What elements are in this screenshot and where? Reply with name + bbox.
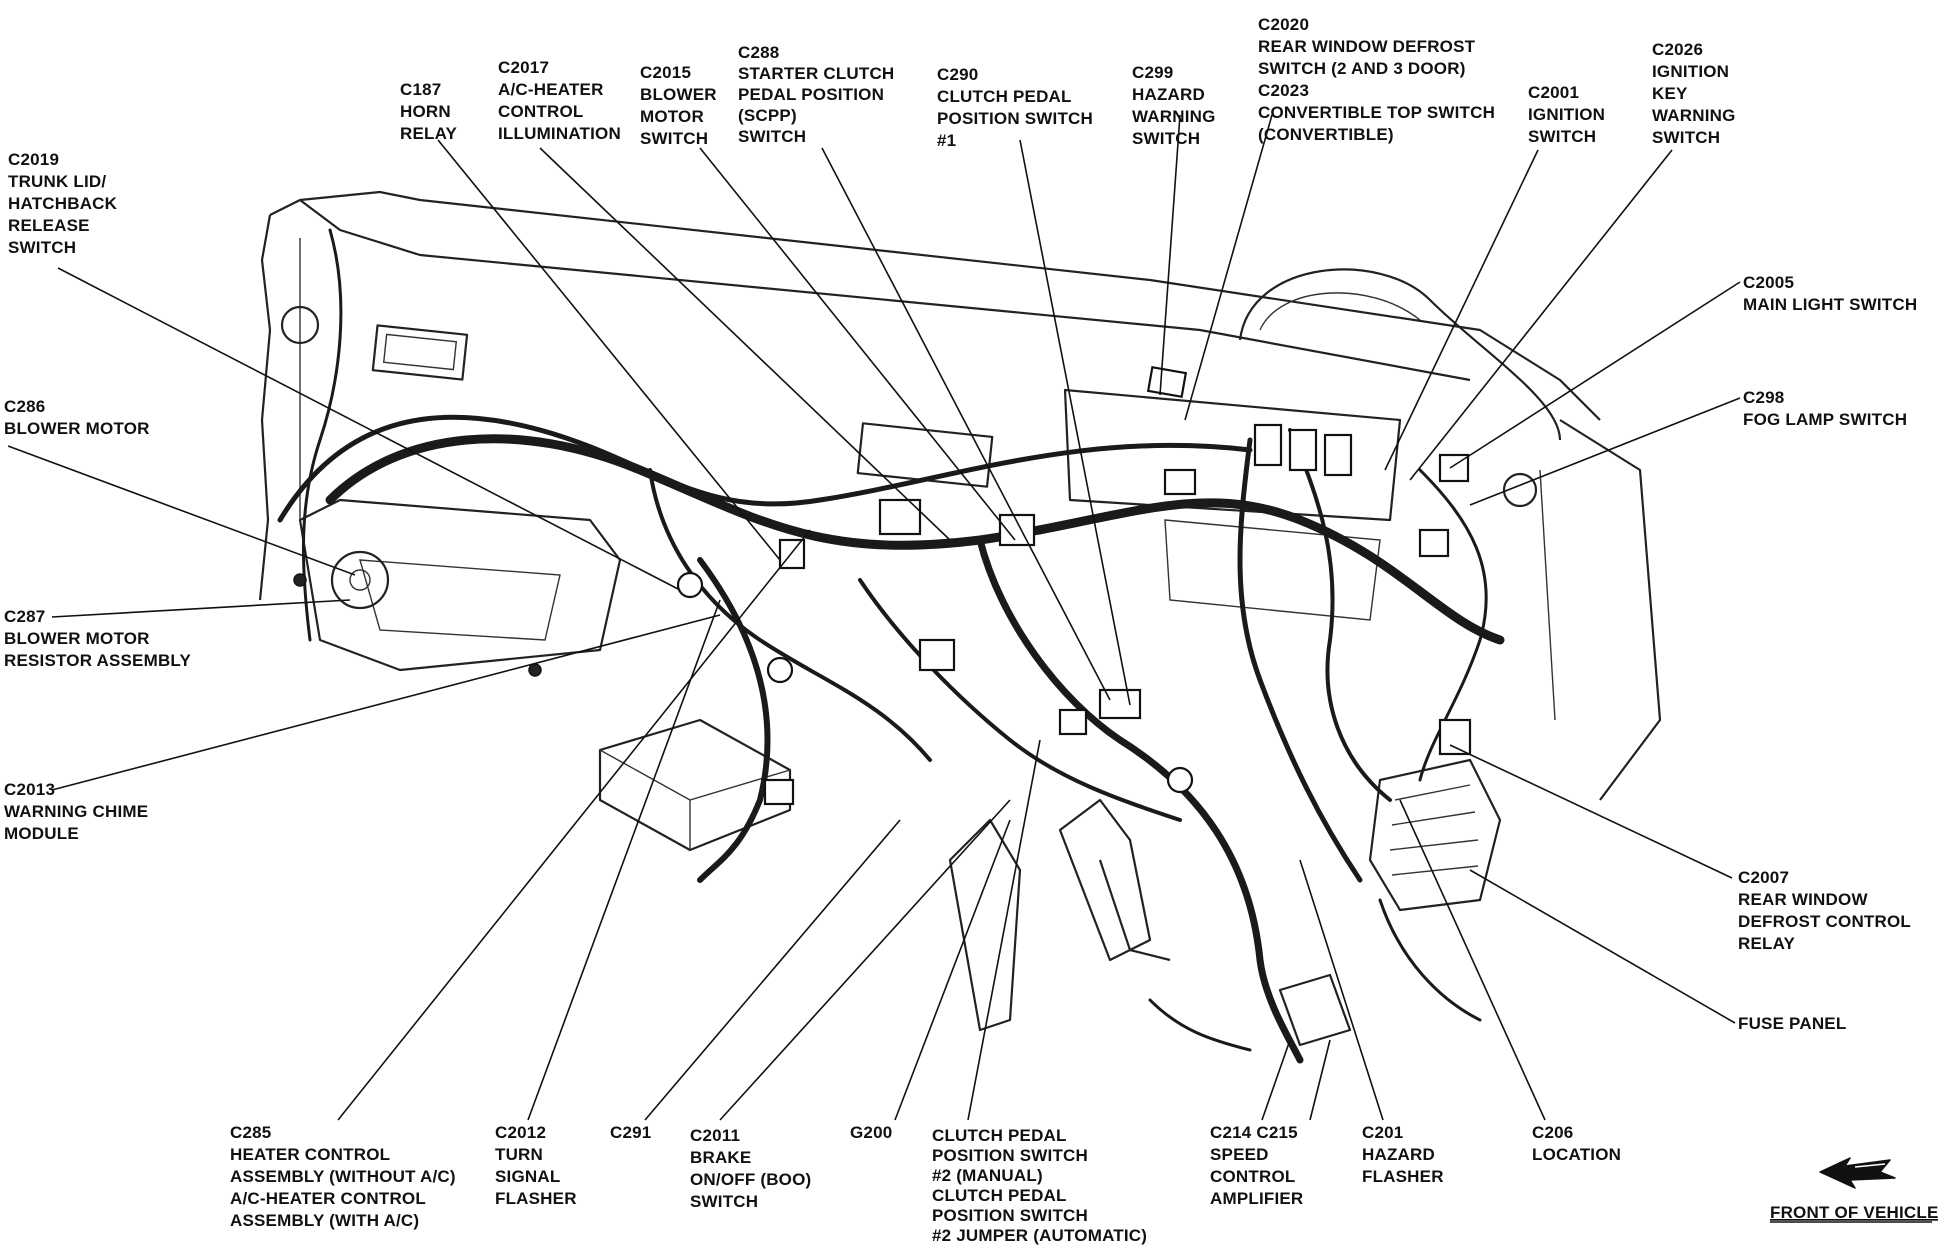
label-c285: C285 HEATER CONTROL ASSEMBLY (WITHOUT A/… xyxy=(230,1123,461,1230)
instrument-panel-drawing xyxy=(258,190,1662,1047)
label-clutch-pedal-switch-2: CLUTCH PEDAL POSITION SWITCH #2 (MANUAL)… xyxy=(932,1126,1147,1245)
label-c290: C290 CLUTCH PEDAL POSITION SWITCH #1 xyxy=(937,65,1098,150)
connectors xyxy=(293,365,1472,806)
front-of-vehicle-label: FRONT OF VEHICLE xyxy=(1770,1203,1938,1222)
label-c2012: C2012 TURN SIGNAL FLASHER xyxy=(495,1123,577,1208)
label-c2017: C2017 A/C-HEATER CONTROL ILLUMINATION xyxy=(498,58,621,143)
label-fuse-panel: FUSE PANEL xyxy=(1738,1014,1846,1033)
label-c2019: C2019 TRUNK LID/ HATCHBACK RELEASE SWITC… xyxy=(8,150,122,257)
label-c2011: C2011 BRAKE ON/OFF (BOO) SWITCH xyxy=(690,1126,816,1211)
label-c299: C299 HAZARD WARNING SWITCH xyxy=(1132,63,1221,148)
label-c214-c215: C214 C215 SPEED CONTROL AMPLIFIER xyxy=(1210,1123,1303,1208)
label-c201: C201 HAZARD FLASHER xyxy=(1362,1123,1444,1186)
label-c286: C286 BLOWER MOTOR xyxy=(4,397,150,438)
label-c2001: C2001 IGNITION SWITCH xyxy=(1528,83,1610,146)
label-c288: C288 STARTER CLUTCH PEDAL POSITION (SCPP… xyxy=(738,43,899,146)
label-c2026: C2026 IGNITION KEY WARNING SWITCH xyxy=(1652,40,1741,147)
label-c2005: C2005 MAIN LIGHT SWITCH xyxy=(1743,273,1917,314)
label-c291: C291 xyxy=(610,1123,651,1142)
label-g200: G200 xyxy=(850,1123,892,1142)
label-c2015: C2015 BLOWER MOTOR SWITCH xyxy=(640,63,722,148)
label-c2007: C2007 REAR WINDOW DEFROST CONTROL RELAY xyxy=(1738,868,1916,953)
label-c298: C298 FOG LAMP SWITCH xyxy=(1743,388,1907,429)
front-of-vehicle-indicator: FRONT OF VEHICLE xyxy=(1770,1157,1938,1223)
wire-harness xyxy=(277,228,1505,1064)
callout-labels: C2019 TRUNK LID/ HATCHBACK RELEASE SWITC… xyxy=(4,15,1917,1245)
leader-lines xyxy=(7,114,1741,1121)
label-c2013: C2013 WARNING CHIME MODULE xyxy=(4,780,153,843)
label-c287: C287 BLOWER MOTOR RESISTOR ASSEMBLY xyxy=(4,607,191,670)
label-c206: C206 LOCATION xyxy=(1532,1123,1621,1164)
label-c187: C187 HORN RELAY xyxy=(400,80,458,143)
arrow-left-icon xyxy=(1819,1157,1896,1189)
label-c2020: C2020 REAR WINDOW DEFROST SWITCH (2 AND … xyxy=(1258,15,1500,144)
